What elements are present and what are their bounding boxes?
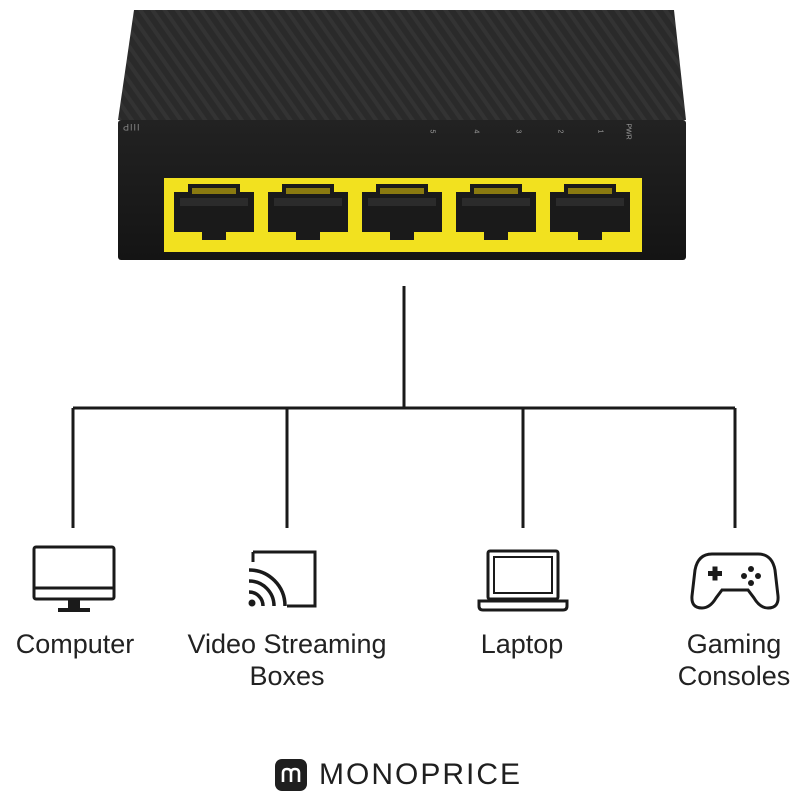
brand-logo: MONOPRICE <box>275 755 522 795</box>
ethernet-port <box>456 184 536 240</box>
brand-name: MONOPRICE <box>319 758 523 791</box>
ethernet-port <box>268 184 348 240</box>
ethernet-port <box>550 184 630 240</box>
ethernet-switch: IIIP PWR 1 2 3 4 5 <box>112 8 696 264</box>
monitor-icon <box>32 545 116 612</box>
monoprice-logo-icon <box>275 759 307 791</box>
device-label-computer: Computer <box>15 629 135 659</box>
laptop-icon <box>477 549 569 612</box>
ethernet-port <box>362 184 442 240</box>
ethernet-port <box>174 184 254 240</box>
device-label-laptop: Laptop <box>480 629 564 659</box>
cast-icon <box>248 550 317 608</box>
switch-body <box>118 10 686 260</box>
gamepad-icon <box>690 552 780 610</box>
device-label-gaming: Gaming Consoles <box>677 629 791 691</box>
ethernet-ports <box>174 184 630 240</box>
switch-top <box>118 10 686 120</box>
device-label-video-streaming: Video Streaming Boxes <box>187 629 387 691</box>
